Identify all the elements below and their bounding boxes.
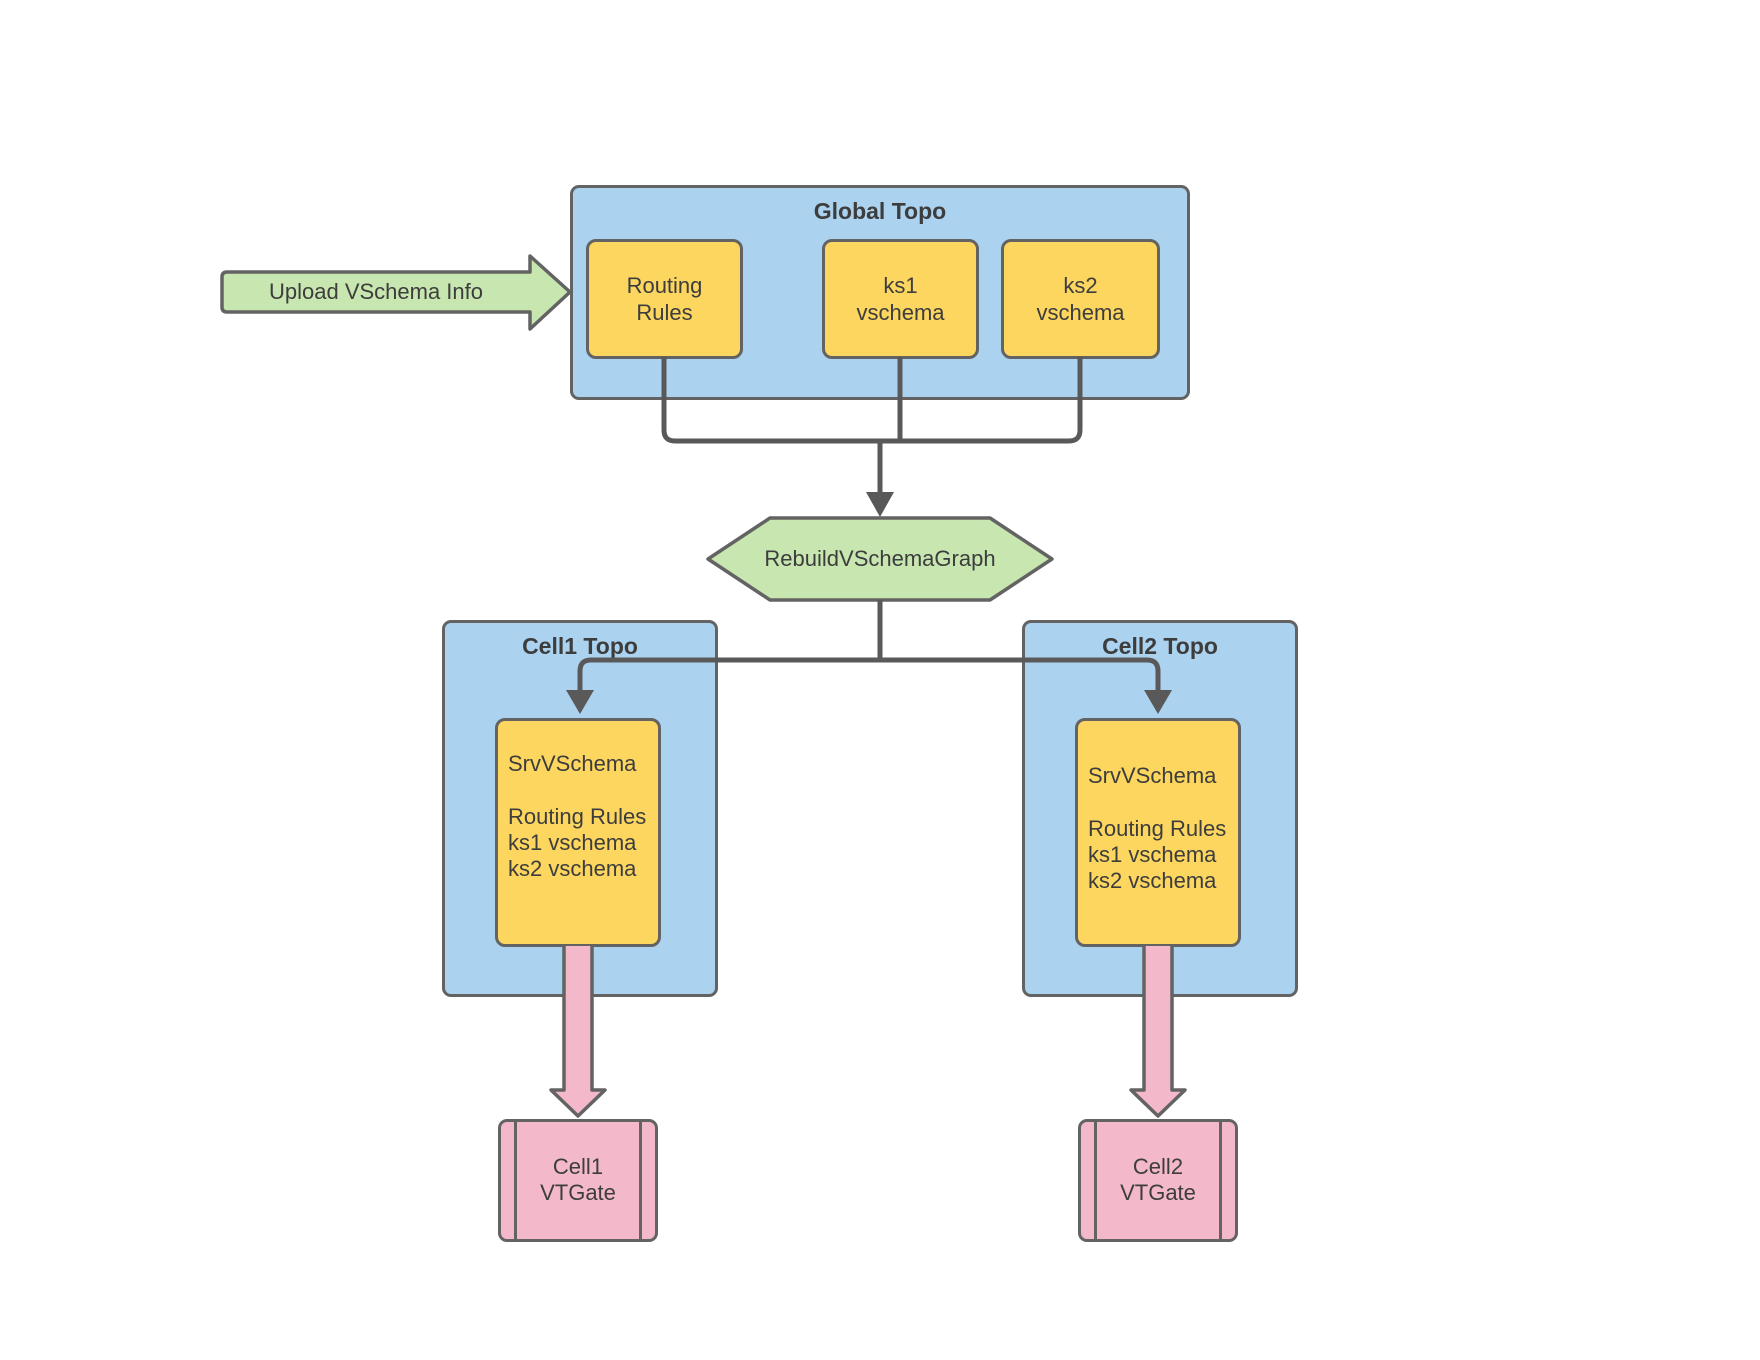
cell1-topo-title: Cell1 Topo (522, 633, 638, 659)
node-routing-rules-line1: Routing (626, 273, 703, 298)
cell2-vtgate-box: Cell2 VTGate (1078, 1119, 1238, 1242)
global-topo-title: Global Topo (813, 198, 947, 224)
cell1-srvvschema-heading: SrvVSchema (508, 751, 637, 776)
cell1-vtgate-box: Cell1 VTGate (498, 1119, 658, 1242)
cell2-srvvschema-box: SrvVSchema Routing Rules ks1 vschema ks2… (1075, 718, 1241, 947)
node-routing-rules: Routing Rules (586, 239, 743, 359)
node-ks1-line1: ks1 (883, 273, 918, 298)
cell1-srv-item-routing-rules: Routing Rules (508, 804, 647, 829)
cell1-srv-item-ks2: ks2 vschema (508, 856, 637, 881)
cell2-topo-title: Cell2 Topo (1102, 633, 1218, 659)
cell1-vtgate-line2: VTGate (540, 1180, 616, 1205)
cell2-vtgate-left-bar (1094, 1122, 1097, 1239)
cell1-srvvschema-box: SrvVSchema Routing Rules ks1 vschema ks2… (495, 718, 661, 947)
cell2-vtgate-line1: Cell2 (1132, 1154, 1184, 1179)
node-ks1-vschema: ks1 vschema (822, 239, 979, 359)
cell2-srvvschema-heading: SrvVSchema (1088, 763, 1217, 788)
node-ks1-line2: vschema (856, 300, 945, 325)
node-ks2-line1: ks2 (1063, 273, 1098, 298)
cell2-vtgate-line2: VTGate (1120, 1180, 1196, 1205)
cell2-srv-item-routing-rules: Routing Rules (1088, 816, 1227, 841)
node-ks2-vschema: ks2 vschema (1001, 239, 1160, 359)
node-ks2-line2: vschema (1036, 300, 1125, 325)
cell2-srv-item-ks1: ks1 vschema (1088, 842, 1217, 867)
node-routing-rules-line2: Rules (636, 300, 693, 325)
cell1-vtgate-line1: Cell1 (552, 1154, 604, 1179)
cell1-vtgate-left-bar (514, 1122, 517, 1239)
cell2-vtgate-right-bar (1219, 1122, 1222, 1239)
cell2-srv-item-ks2: ks2 vschema (1088, 868, 1217, 893)
cell1-vtgate-right-bar (639, 1122, 642, 1239)
cell1-srv-item-ks1: ks1 vschema (508, 830, 637, 855)
